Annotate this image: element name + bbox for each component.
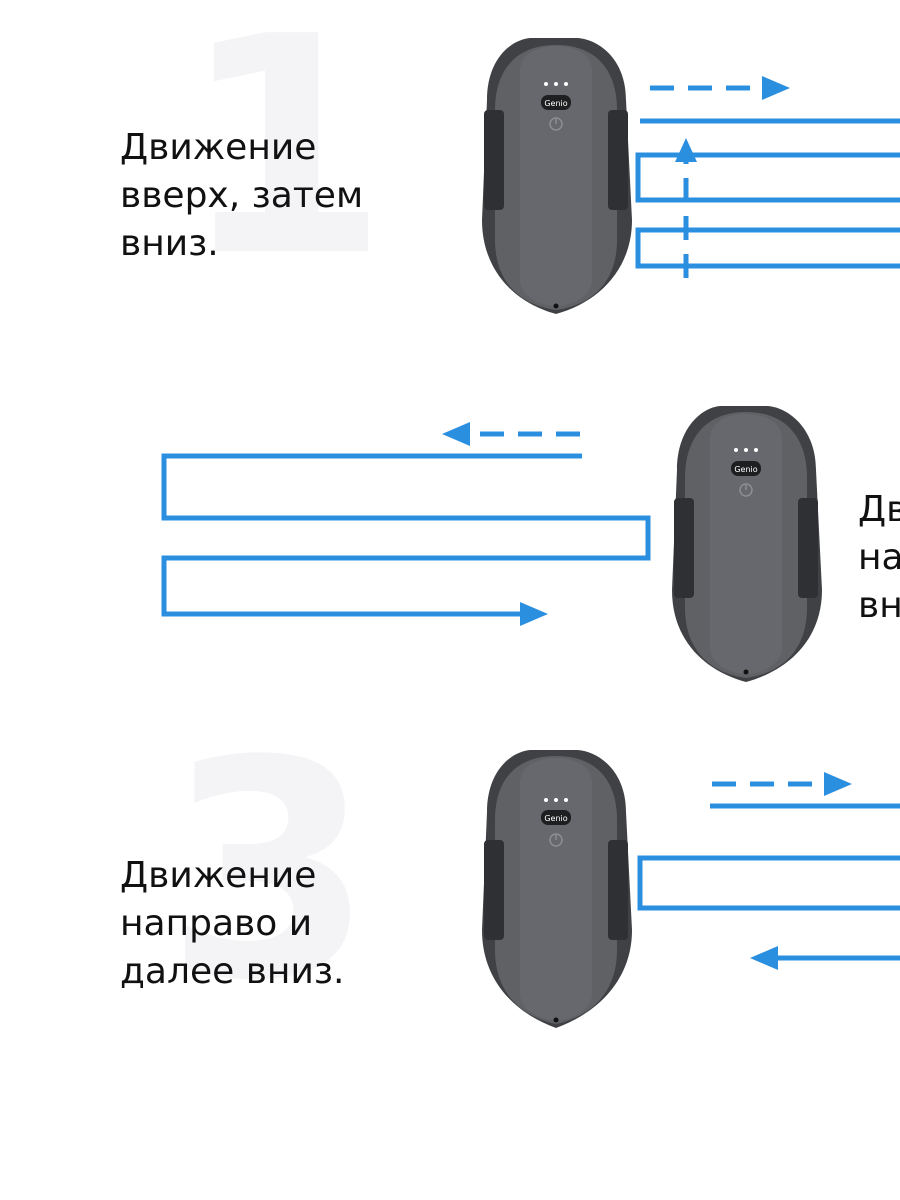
power-icon — [739, 483, 753, 497]
robot-brand-badge — [541, 95, 571, 110]
step-3-drawing: Genio — [482, 750, 900, 1028]
step-3-left-arrow — [750, 946, 778, 970]
step-2-serpentine-path — [161, 453, 651, 617]
robot-right-pad — [608, 840, 628, 940]
robot-indicator-light — [554, 82, 558, 86]
robot-indicator-light — [734, 448, 738, 452]
robot-brand-badge — [731, 461, 761, 476]
step-3-right-arrow — [824, 772, 852, 796]
power-icon — [549, 833, 563, 847]
robot-center-panel — [710, 414, 782, 674]
step-3-caption: Движение направо и далее вниз. — [120, 852, 344, 996]
step-2-caption-line-1: Дв — [858, 489, 900, 530]
step-3-section: 3 Движение направо и далее вниз. — [0, 722, 900, 1100]
step-2-end-arrow — [520, 602, 548, 626]
robot-left-pad — [484, 110, 504, 210]
robot-left-pad — [484, 840, 504, 940]
robot-brand-label: Genio — [544, 814, 567, 823]
robot-indicator-light — [754, 448, 758, 452]
robot-illustration: Genio — [672, 406, 822, 682]
step-3-number: 3 — [165, 697, 374, 1046]
step-2-left-arrow — [442, 422, 470, 446]
step-1-caption-line-2: вверх, затем — [120, 175, 364, 216]
robot-right-pad — [798, 498, 818, 598]
step-3-middle-loop — [637, 855, 900, 911]
step-1-up-arrow — [675, 138, 697, 162]
robot-indicator-light — [564, 82, 568, 86]
step-1-section: 1 Движение вверх, затем вниз. — [0, 0, 900, 360]
robot-indicator-light — [544, 82, 548, 86]
step-1-number: 1 — [180, 0, 389, 322]
robot-left-pad — [674, 498, 694, 598]
robot-cord-port — [743, 669, 749, 675]
robot-indicator-light — [544, 798, 548, 802]
robot-cord-port — [553, 1017, 559, 1023]
step-1-caption: Движение вверх, затем вниз. — [120, 124, 363, 268]
step-2-caption-line-2: на — [858, 537, 900, 578]
step-1-drawing: Genio — [482, 38, 900, 314]
robot-indicator-light — [744, 448, 748, 452]
robot-center-panel — [520, 758, 592, 1020]
power-icon — [549, 117, 563, 131]
step-2-caption: Дв на вн — [858, 486, 900, 630]
step-2-trajectory — [161, 422, 651, 626]
robot-indicator-light — [564, 798, 568, 802]
step-1-caption-line-3: вниз. — [120, 223, 219, 264]
step-3-caption-line-3: далее вниз. — [120, 951, 345, 992]
robot-brand-badge — [541, 810, 571, 825]
robot-brand-label: Genio — [734, 465, 757, 474]
robot-right-pad — [608, 110, 628, 210]
step-1-trajectory — [635, 76, 900, 278]
robot-illustration: Genio — [482, 38, 632, 314]
robot-center-panel — [520, 46, 592, 306]
step-1-right-arrow — [762, 76, 790, 100]
robot-illustration: Genio — [482, 750, 632, 1028]
robot-brand-label: Genio — [544, 99, 567, 108]
step-1-bottom-loop — [635, 227, 900, 269]
step-1-middle-loop — [635, 152, 900, 203]
step-2-caption-line-3: вн — [858, 585, 900, 626]
robot-cord-port — [553, 303, 559, 309]
step-2-section: Дв на вн Genio — [0, 370, 900, 730]
step-1-caption-line-1: Движение — [120, 127, 317, 168]
robot-indicator-light — [554, 798, 558, 802]
step-3-trajectory — [637, 772, 900, 970]
step-3-caption-line-2: направо и — [120, 903, 313, 944]
step-3-caption-line-1: Движение — [120, 855, 317, 896]
step-2-drawing: Genio — [161, 406, 822, 682]
